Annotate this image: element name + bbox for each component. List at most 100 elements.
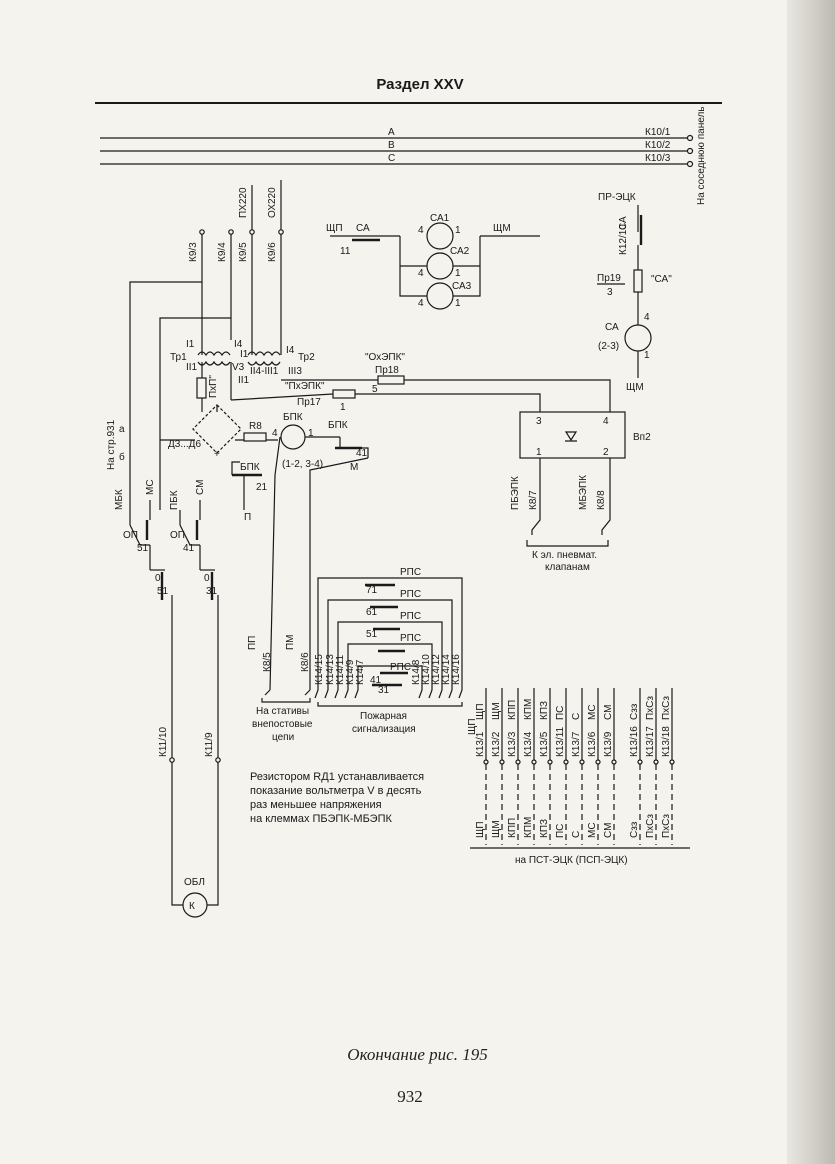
valve-caption-1: К эл. пневмат. bbox=[532, 550, 597, 561]
rps-num-71: 71 bbox=[366, 585, 378, 596]
valve-name: Вп2 bbox=[633, 432, 651, 443]
k14-terminal: К14/9 bbox=[345, 659, 356, 685]
note-line: Резистором RД1 устанавливается bbox=[250, 771, 425, 783]
winding-label: I4 bbox=[286, 345, 295, 356]
valve-pin: 4 bbox=[603, 416, 609, 427]
k14-terminal: К14/16 bbox=[451, 654, 462, 685]
k13-bottom-label: КПМ bbox=[523, 817, 534, 838]
k13-terminal-label: К13/3 bbox=[507, 731, 518, 757]
section-header: Раздел XXV bbox=[376, 76, 464, 93]
k13-signal-label: ПС bbox=[555, 706, 566, 720]
bpk-pin-1: 1 bbox=[308, 428, 314, 439]
lower-contact-51: 51 bbox=[157, 586, 169, 597]
ca-right-label: ЩМ bbox=[493, 223, 511, 234]
winding-label: I1 bbox=[186, 339, 195, 350]
bus-terminal-1: К10/1 bbox=[645, 127, 671, 138]
contact-pbk: ПБК bbox=[169, 490, 180, 510]
rps-label-31: РПС bbox=[390, 662, 411, 673]
k13-bottom-label: ПхСз bbox=[661, 814, 672, 838]
valve-pin: 2 bbox=[603, 447, 609, 458]
k13-bottom-label: КПЗ bbox=[539, 819, 550, 838]
bpk-pin-4: 4 bbox=[272, 428, 278, 439]
k8-6-terminal: К8/6 bbox=[300, 652, 311, 672]
bus-label-b: В bbox=[388, 140, 395, 151]
bpk-contact2-label: БПК bbox=[240, 462, 260, 473]
bpk-lamp-group: R8 БПК 4 1 (1-2, 3-4) БПК 41 М БПК 21 П bbox=[231, 412, 369, 691]
valve-output-mbepk: МБЭПК bbox=[578, 475, 589, 510]
bpk-lamp-label: БПК bbox=[283, 412, 303, 423]
k13-signal-label: КПЗ bbox=[539, 701, 550, 720]
pr-etsk-label: ПР-ЭЦК bbox=[598, 192, 636, 203]
winding-label: II4-III1 bbox=[250, 366, 279, 377]
lower-contact-0b: 0 bbox=[204, 573, 210, 584]
page-number: 932 bbox=[397, 1087, 423, 1106]
right-relay-pin4: 4 bbox=[644, 312, 650, 323]
diodes-label: Д3...Д6 bbox=[168, 439, 201, 450]
valve-pin: 1 bbox=[536, 447, 542, 458]
bridge-rectifier: На стр.931 а б Д3...Д6 + bbox=[106, 281, 278, 510]
terminal-k9-4: К9/4 bbox=[217, 242, 228, 262]
k13-bottom-label: С bbox=[571, 831, 582, 838]
valve-output-k8-8: К8/8 bbox=[596, 490, 607, 510]
top-terminals: К9/3 К9/4 К9/5 К9/6 ПХ220 ОХ220 bbox=[188, 180, 284, 355]
k14-terminal: К14/10 bbox=[421, 654, 432, 685]
rps-label-51: РПС bbox=[400, 611, 421, 622]
winding-label: II1 bbox=[186, 362, 198, 373]
note-line: раз меньшее напряжения bbox=[250, 799, 382, 811]
note-line: на клеммах ПБЭПК-МБЭПК bbox=[250, 813, 392, 825]
fuse-pxepk-ref: Пр17 bbox=[297, 397, 321, 408]
ca-pin: 4 bbox=[418, 225, 424, 236]
left-contacts: МБК МС ПБК СМ ОП 51 ОП 41 0 51 0 31 К11/… bbox=[114, 479, 221, 918]
right-relay-pin1: 1 bbox=[644, 350, 650, 361]
ca-relay-3: СА3 bbox=[452, 281, 472, 292]
k13-terminal-columns: ЩП на ПСТ-ЭЦК (ПСП-ЭЦК) ЩПК13/1ЩПЩМК13/2… bbox=[467, 688, 690, 866]
terminal-k11-10: К11/10 bbox=[158, 726, 169, 757]
k13-bottom-label: Сзз bbox=[629, 821, 640, 838]
rps-num-31: 31 bbox=[378, 685, 390, 696]
k14-terminal: К14/15 bbox=[314, 654, 325, 685]
rps-label-41: РПС bbox=[400, 633, 421, 644]
rps-label-71: РПС bbox=[400, 567, 421, 578]
valve-pin: 3 bbox=[536, 416, 542, 427]
terminal-k9-5: К9/5 bbox=[238, 242, 249, 262]
note-line: показание вольтметра V в десять bbox=[250, 785, 422, 797]
ca-pin: 1 bbox=[455, 225, 461, 236]
winding-label: V3 bbox=[232, 362, 245, 373]
right-contact-ca: СА bbox=[618, 216, 629, 230]
fuse-oxepk-ref: Пр18 bbox=[375, 365, 399, 376]
valve-output-pbepk: ПБЭПК bbox=[510, 476, 521, 510]
k12-10-terminal: К12/10 bbox=[618, 224, 629, 255]
k14-terminal: К14/14 bbox=[441, 654, 452, 685]
pm-label: ПМ bbox=[285, 634, 296, 650]
k13-terminal-label: К13/11 bbox=[555, 726, 566, 757]
fire-alarm-caption-1: Пожарная bbox=[360, 711, 407, 722]
fuse-pxepk-pin: 1 bbox=[340, 402, 346, 413]
obl-label: ОБЛ bbox=[184, 877, 205, 888]
k13-bottom-label: СМ bbox=[603, 823, 614, 838]
transformers: Тр1 Тр2 I1 I4 I1 I4 II1 V3 II1 II4-III1 … bbox=[170, 339, 315, 412]
terminal-k9-6: К9/6 bbox=[267, 242, 278, 262]
left-label-a: а bbox=[119, 424, 125, 435]
k13-signal-label: СМ bbox=[603, 705, 614, 720]
pp-label: ПП bbox=[247, 636, 258, 650]
rps-ladder: РПС 71 РПС 61 РПС 51 РПС 41 РПС 31 К14/1… bbox=[314, 567, 463, 735]
k8-5-terminal: К8/5 bbox=[262, 652, 273, 672]
bus-label-c: С bbox=[388, 153, 395, 164]
k13-signal-label: Сзз bbox=[629, 703, 640, 720]
winding-label: I1 bbox=[240, 349, 249, 360]
k13-signal-label: ПхСз bbox=[645, 696, 656, 720]
rps-num-51: 51 bbox=[366, 629, 378, 640]
ca-left-label: ЩП bbox=[326, 223, 343, 234]
bus-terminal-3: К10/3 bbox=[645, 153, 671, 164]
winding-label: II1 bbox=[238, 375, 250, 386]
circuit-px220: ПХ220 bbox=[238, 187, 249, 218]
ca-pin: 4 bbox=[418, 298, 424, 309]
